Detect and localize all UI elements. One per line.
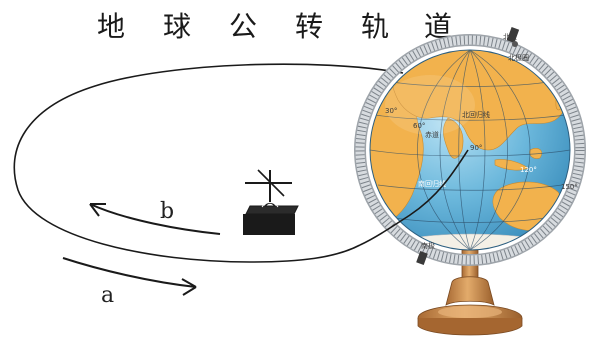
title-char: 球 <box>163 10 191 43</box>
label-a: a <box>101 283 114 308</box>
title-char: 地 <box>97 10 125 43</box>
mark-arctic-circle: 北极圈 <box>508 53 529 62</box>
mark-deg-30: 30° <box>385 107 397 115</box>
arrow-a: a <box>62 257 197 308</box>
mark-tropic-capricorn: 南回归线 <box>418 179 446 188</box>
title-char: 公 <box>229 10 257 43</box>
globe: 北极 北极圈 北回归线 赤道 南回归线 南极 30° 60° 90° 120° … <box>369 32 578 251</box>
mark-equator: 赤道 <box>425 130 439 139</box>
mark-deg-60: 60° <box>413 122 425 130</box>
title-char: 转 <box>295 10 323 43</box>
title-char: 轨 <box>361 10 389 43</box>
globe-axis-top <box>506 27 520 47</box>
mark-deg-120: 120° <box>520 166 537 174</box>
landmass-indonesia <box>494 159 529 171</box>
light-source-device <box>243 169 299 235</box>
landmass-india <box>443 117 464 159</box>
diagram-title: 地 球 公 转 轨 道 <box>97 10 452 43</box>
longitude-lines <box>417 50 531 250</box>
label-b: b <box>160 199 174 224</box>
globe-stand <box>417 249 523 336</box>
connecting-string <box>359 149 469 246</box>
arrow-b: b <box>89 199 221 235</box>
mark-deg-150: 150° <box>561 183 578 191</box>
mark-south-pole: 南极 <box>421 241 435 250</box>
mark-deg-90: 90° <box>470 144 482 152</box>
mark-tropic-cancer: 北回归线 <box>462 110 490 119</box>
orbit-path <box>13 63 404 263</box>
meridian-ring <box>354 34 586 266</box>
globe-axis-bottom <box>416 250 428 266</box>
latitude-lines <box>370 81 570 223</box>
